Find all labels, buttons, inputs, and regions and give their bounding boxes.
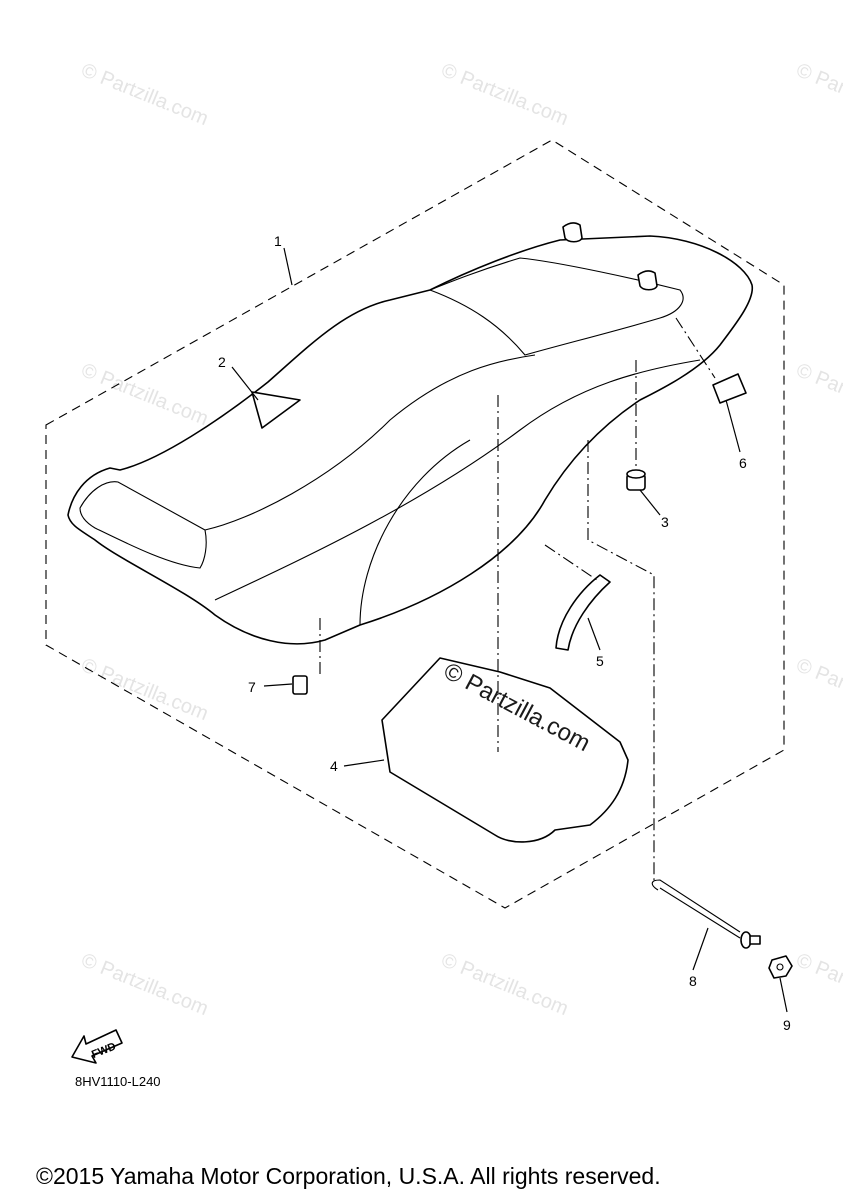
- rubber-strip-part: [555, 574, 611, 651]
- copyright-notice: ©2015 Yamaha Motor Corporation, U.S.A. A…: [36, 1163, 661, 1189]
- assembly-line: [544, 544, 598, 581]
- seat-tail-cavity: [79, 481, 207, 569]
- callout-9: 9: [783, 1017, 791, 1033]
- seat-hook: [637, 270, 658, 291]
- seat-outline: [67, 235, 753, 645]
- watermark-text: © Partzilla.com: [793, 949, 843, 1020]
- callout-1: 1: [274, 233, 282, 249]
- watermark-text: © Partzilla.com: [793, 654, 843, 725]
- leader-line: [587, 617, 601, 651]
- seat-part: [67, 222, 753, 645]
- watermark-text: © Partzilla.com: [793, 59, 843, 130]
- callout-5: 5: [596, 653, 604, 669]
- watermark-text: © Partzilla.com: [438, 59, 571, 130]
- seat-hook: [562, 222, 583, 243]
- callout-7: 7: [248, 679, 256, 695]
- damper-part: [626, 469, 646, 491]
- pad-part: [712, 373, 747, 404]
- leader-line: [263, 683, 293, 687]
- callout-6: 6: [739, 455, 747, 471]
- callout-8: 8: [689, 973, 697, 989]
- bolt-part: [651, 879, 761, 949]
- leader-line: [779, 977, 788, 1013]
- seat-contour: [204, 354, 536, 531]
- callout-3: 3: [661, 514, 669, 530]
- diagram-code: 8HV1110-L240: [75, 1074, 161, 1089]
- fwd-arrow-icon: FWD: [71, 1029, 123, 1064]
- assembly-line: [675, 317, 716, 379]
- nut-part: [768, 955, 793, 979]
- seat-rear-cover: [428, 257, 684, 356]
- watermark-text: © Partzilla.com: [438, 949, 571, 1020]
- assembly-boundary: [45, 139, 785, 909]
- seat-label-part: [251, 391, 301, 429]
- leader-line: [725, 399, 741, 453]
- leader-line: [283, 247, 293, 286]
- assembly-line: [587, 440, 655, 884]
- clip-part: [292, 675, 308, 695]
- watermark-text: © Partzilla.com: [78, 654, 211, 725]
- callout-4: 4: [330, 758, 338, 774]
- seat-side-flank: [359, 439, 471, 626]
- callout-2: 2: [218, 354, 226, 370]
- seat-plate-part: [381, 657, 629, 843]
- leader-line: [639, 489, 661, 516]
- watermark-text: © Partzilla.com: [78, 949, 211, 1020]
- leader-line: [692, 927, 709, 971]
- watermark-text: © Partzilla.com: [78, 59, 211, 130]
- leader-line: [343, 759, 385, 767]
- seat-contour: [214, 359, 701, 601]
- watermark-text: © Partzilla.com: [793, 359, 843, 430]
- leader-line: [231, 366, 259, 401]
